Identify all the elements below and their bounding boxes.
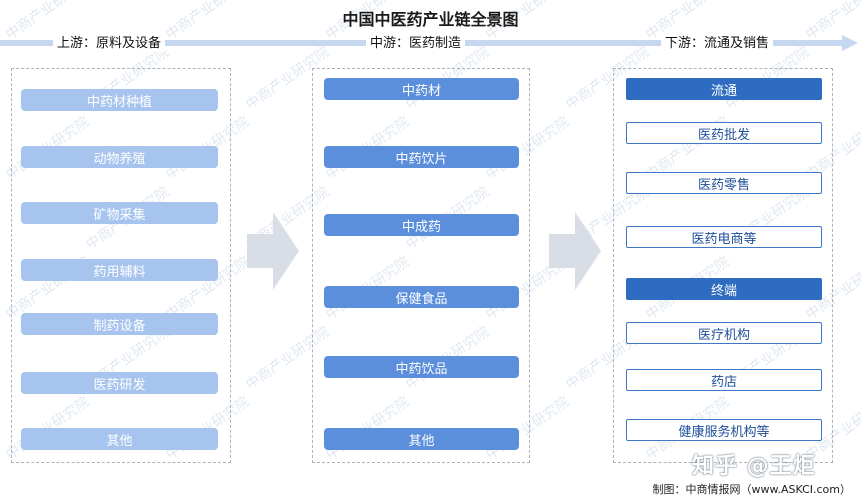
upstream-item: 制药设备 xyxy=(21,313,218,335)
circulation-header: 流通 xyxy=(626,78,822,100)
midstream-item: 中药饮片 xyxy=(324,146,519,168)
upstream-panel xyxy=(11,68,231,463)
terminal-item: 医疗机构 xyxy=(626,322,822,344)
upstream-item: 矿物采集 xyxy=(21,202,218,224)
upstream-item: 药用辅料 xyxy=(21,259,218,281)
midstream-item: 中药饮品 xyxy=(324,356,519,378)
circulation-item: 医药批发 xyxy=(626,122,822,144)
circulation-item: 医药电商等 xyxy=(626,226,822,248)
stage-label-downstream: 下游：流通及销售 xyxy=(661,36,774,52)
stage-label-midstream: 中游：医药制造 xyxy=(366,36,466,52)
page-title: 中国中医药产业链全景图 xyxy=(342,10,519,29)
terminal-item: 健康服务机构等 xyxy=(626,419,822,441)
terminal-item: 药店 xyxy=(626,369,822,391)
midstream-item: 保健食品 xyxy=(324,286,519,308)
zhihu-watermark: 知乎 @王炬 xyxy=(692,454,816,479)
stage-label-upstream: 上游：原料及设备 xyxy=(53,36,166,52)
midstream-panel xyxy=(312,68,530,463)
flow-arrow-icon xyxy=(247,212,299,290)
terminal-header: 终端 xyxy=(626,278,822,300)
upstream-item: 动物养殖 xyxy=(21,146,218,168)
source-credit: 制图：中商情报网（www.ASKCI.com） xyxy=(652,483,851,496)
circulation-item: 医药零售 xyxy=(626,172,822,194)
upstream-item: 医药研发 xyxy=(21,372,218,394)
downstream-panel xyxy=(613,68,833,463)
midstream-item: 中药材 xyxy=(324,78,519,100)
upstream-item: 中药材种植 xyxy=(21,89,218,111)
midstream-item: 中成药 xyxy=(324,214,519,236)
flow-arrow-icon xyxy=(549,212,601,290)
upstream-item: 其他 xyxy=(21,428,218,450)
midstream-item: 其他 xyxy=(324,428,519,450)
